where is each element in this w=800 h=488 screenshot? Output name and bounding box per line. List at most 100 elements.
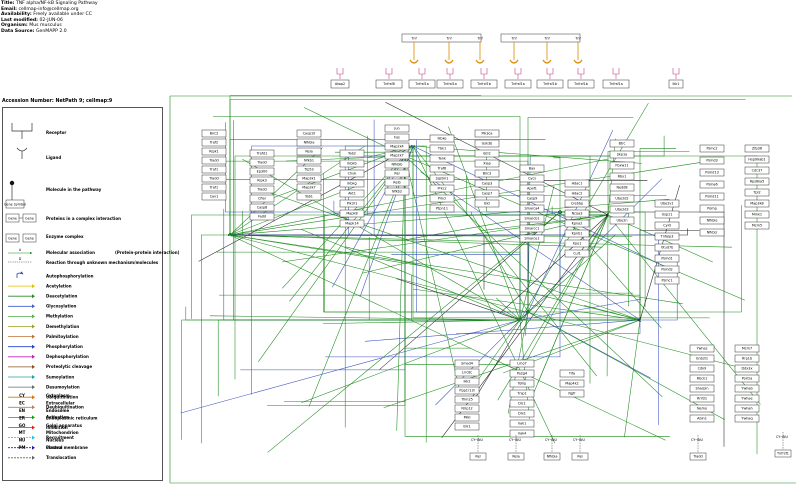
molecule-node[interactable]: Rnf31: [689, 394, 715, 403]
molecule-node[interactable]: Mlkl: [454, 413, 480, 422]
molecule-node[interactable]: Ywhab: [734, 384, 760, 393]
molecule-node[interactable]: Ptpn11: [429, 204, 455, 213]
molecule-node[interactable]: Tradd: [201, 174, 227, 183]
molecule-node[interactable]: Tbk1: [429, 144, 455, 153]
molecule-node[interactable]: Ncoa3: [564, 209, 590, 218]
molecule-node[interactable]: Nfkbie: [699, 216, 725, 225]
molecule-node[interactable]: Map2k4: [384, 142, 410, 151]
molecule-node[interactable]: Relb: [384, 178, 410, 187]
molecule-node[interactable]: Ube2d2: [609, 194, 635, 203]
molecule-node[interactable]: Psmd1: [654, 254, 680, 263]
molecule-node[interactable]: Jun: [384, 124, 410, 133]
molecule-node[interactable]: Kpna2: [564, 219, 590, 228]
molecule-node[interactable]: Hdac2: [564, 189, 590, 198]
molecule-node[interactable]: Ep300: [249, 167, 275, 176]
molecule-node[interactable]: Kpnb1: [564, 229, 590, 238]
molecule-node[interactable]: Rps6ka5: [744, 177, 770, 186]
molecule-node[interactable]: Tnip1: [509, 389, 535, 398]
molecule-node[interactable]: Sqstm1: [429, 174, 455, 183]
molecule-node[interactable]: Tradd: [201, 156, 227, 165]
molecule-node[interactable]: Bcl2: [474, 149, 500, 158]
molecule-node[interactable]: Ikbkb: [339, 159, 365, 168]
molecule-node[interactable]: Map3k1: [296, 174, 322, 183]
molecule-node[interactable]: Psmc1: [654, 276, 680, 285]
molecule-node[interactable]: Dlx1: [509, 409, 535, 418]
molecule-node[interactable]: Gsk3b: [474, 139, 500, 148]
molecule-node[interactable]: Smarca4: [519, 204, 545, 213]
receptor[interactable]: Tnfrsf1a: [408, 68, 436, 89]
molecule-node[interactable]: Tradd: [249, 158, 275, 167]
molecule-node[interactable]: Casp9: [519, 194, 545, 203]
molecule-node[interactable]: Ikbke: [429, 134, 455, 143]
molecule-node[interactable]: Nemo: [689, 404, 715, 413]
molecule-node[interactable]: Trim25: [454, 395, 480, 404]
molecule-node[interactable]: Traf2: [201, 138, 227, 147]
molecule-node[interactable]: Abin1: [689, 414, 715, 423]
molecule-node[interactable]: Nlrp12: [454, 404, 480, 413]
nuclear-target[interactable]: Nfkbia: [543, 452, 561, 461]
molecule-node[interactable]: Lrrc8c: [454, 368, 480, 377]
molecule-node[interactable]: Bid: [474, 199, 500, 208]
molecule-node[interactable]: Irak4: [509, 429, 535, 438]
molecule-node[interactable]: Dlc1: [509, 399, 535, 408]
molecule-node[interactable]: Mink1: [744, 210, 770, 219]
molecule-node[interactable]: Nfkbiz: [699, 228, 725, 237]
molecule-node[interactable]: Trafd1: [249, 149, 275, 158]
molecule-node[interactable]: Casp7: [474, 189, 500, 198]
molecule-node[interactable]: Apaf1: [519, 184, 545, 193]
molecule-node[interactable]: Ddx3x: [734, 364, 760, 373]
molecule-node[interactable]: Ywhae: [734, 394, 760, 403]
molecule-node[interactable]: Smarce1: [519, 234, 545, 243]
molecule-node[interactable]: Otud7b: [654, 243, 680, 252]
molecule-node[interactable]: Ywhah: [734, 404, 760, 413]
molecule-node[interactable]: Nfkbia: [296, 138, 322, 147]
molecule-node[interactable]: Ripk3: [249, 176, 275, 185]
molecule-node[interactable]: Pik3r1: [339, 199, 365, 208]
molecule-node[interactable]: Zfp36: [744, 144, 770, 153]
molecule-node[interactable]: Rbck1: [689, 374, 715, 383]
molecule-node[interactable]: Psma6: [699, 180, 725, 189]
molecule-node[interactable]: Nfkbib: [384, 160, 410, 169]
receptor[interactable]: Tnfrsf1a: [436, 68, 464, 89]
molecule-node[interactable]: Cycs: [519, 174, 545, 183]
molecule-node[interactable]: Ywhaz: [689, 344, 715, 353]
molecule-node[interactable]: Usp11: [654, 210, 680, 219]
molecule-node[interactable]: Btrc: [609, 139, 635, 148]
molecule-node[interactable]: Gnb2l1: [689, 354, 715, 363]
molecule-node[interactable]: Psmd11: [699, 192, 725, 201]
molecule-node[interactable]: Pa2g4: [509, 369, 535, 378]
molecule-node[interactable]: Ngfr: [559, 389, 585, 398]
molecule-node[interactable]: Trp53: [296, 165, 322, 174]
molecule-node[interactable]: Skp1a: [609, 150, 635, 159]
molecule-node[interactable]: Traf1: [201, 183, 227, 192]
receptor[interactable]: Tnfrsf1b: [567, 68, 595, 89]
molecule-node[interactable]: Tab1: [296, 192, 322, 201]
molecule-node[interactable]: Xiap: [474, 159, 500, 168]
molecule-node[interactable]: Ube2d3: [609, 205, 635, 214]
receptor[interactable]: Tnfrsf1a: [602, 68, 630, 89]
molecule-node[interactable]: Fadd: [249, 212, 275, 221]
molecule-node[interactable]: Smarcc1: [519, 224, 545, 233]
molecule-node[interactable]: Tab2: [339, 149, 365, 158]
molecule-node[interactable]: Casp10: [296, 129, 322, 138]
receptor[interactable]: Tnfrsf8: [375, 68, 403, 89]
molecule-node[interactable]: Prkci: [429, 194, 455, 203]
molecule-node[interactable]: Rela: [296, 147, 322, 156]
contact-email[interactable]: cellmap-info@cellmap.org: [18, 6, 79, 12]
molecule-node[interactable]: Prkcz: [429, 184, 455, 193]
molecule-node[interactable]: Psmc2: [699, 144, 725, 153]
molecule-node[interactable]: Map2k7: [384, 151, 410, 160]
molecule-node[interactable]: Casp3: [474, 179, 500, 188]
molecule-node[interactable]: Ikbkg: [339, 179, 365, 188]
nuclear-target[interactable]: Rel: [571, 452, 589, 461]
nuclear-target[interactable]: Tradd: [689, 452, 707, 461]
molecule-node[interactable]: Tank: [429, 154, 455, 163]
molecule-node[interactable]: Mcm7: [734, 344, 760, 353]
molecule-node[interactable]: Tollip: [509, 379, 535, 388]
molecule-node[interactable]: Nedd8: [609, 183, 635, 192]
receptor[interactable]: Tnfrsf1a: [504, 68, 532, 89]
molecule-node[interactable]: Fbxw11: [609, 161, 635, 170]
molecule-node[interactable]: Ube2v1: [654, 199, 680, 208]
molecule-node[interactable]: Map4k2: [559, 379, 585, 388]
molecule-node[interactable]: Cul1: [564, 249, 590, 258]
